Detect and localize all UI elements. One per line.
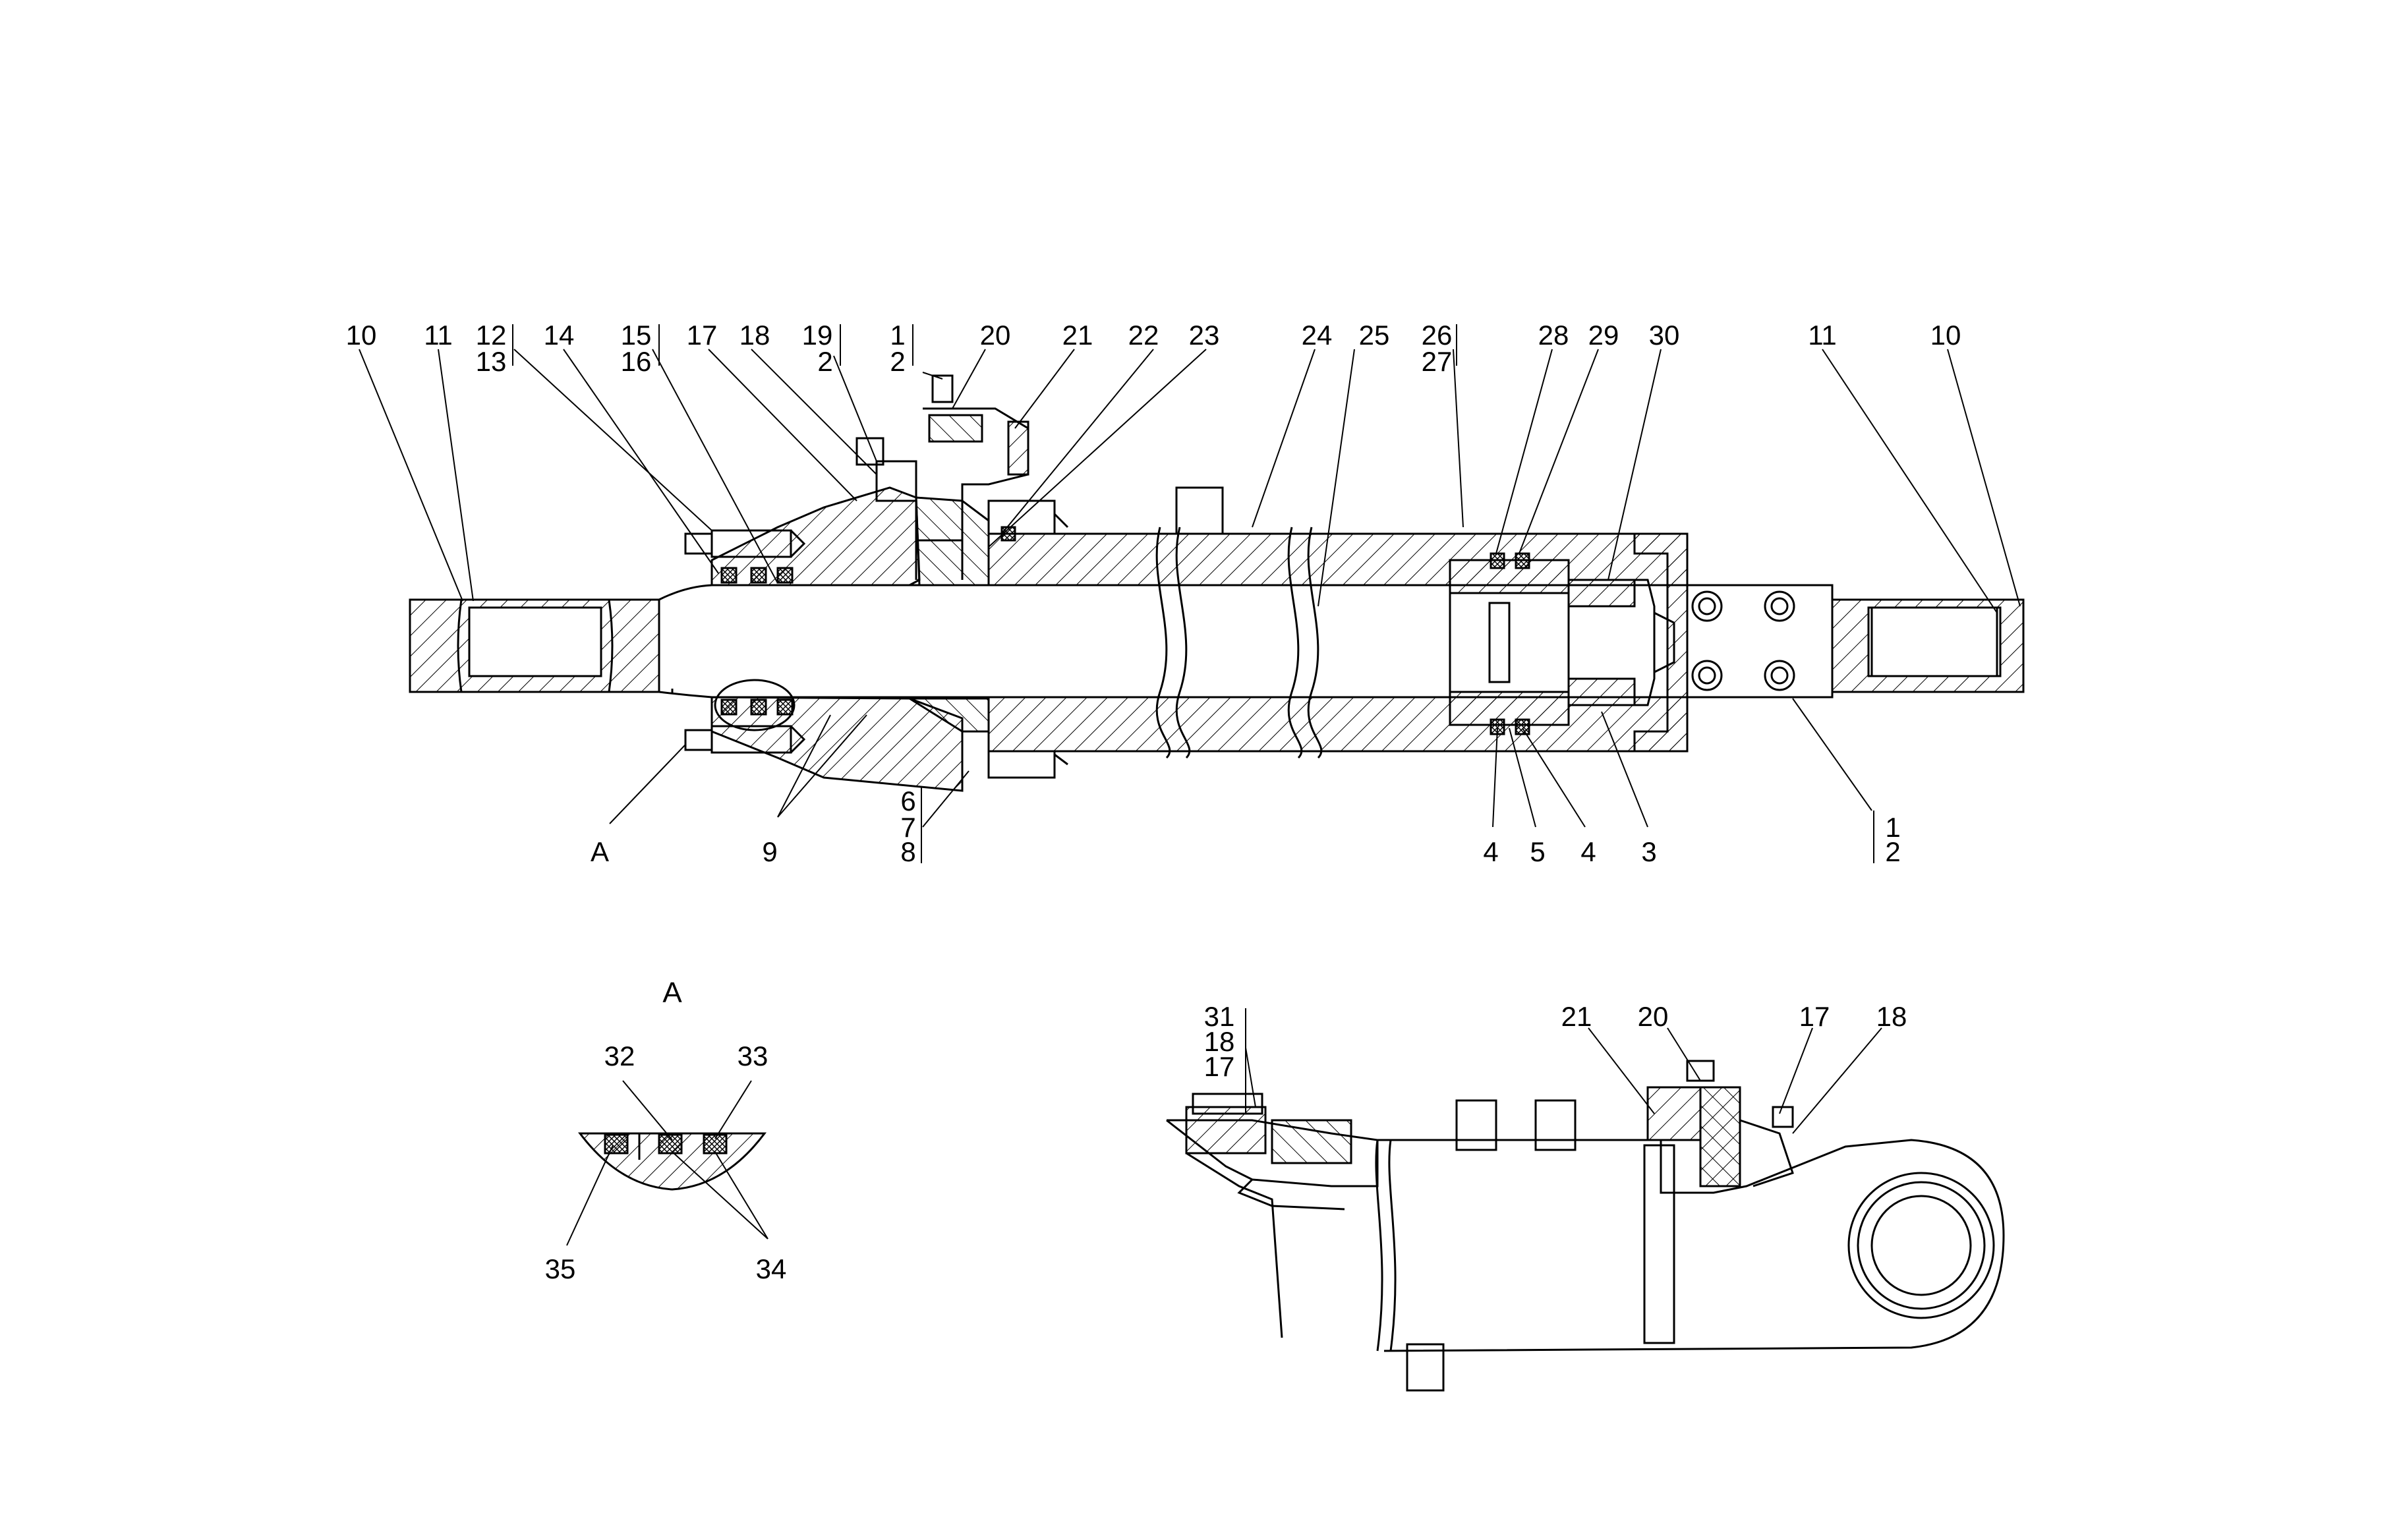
detail-a-title: A (662, 977, 682, 1009)
callout-19-sub-2: 2 (817, 346, 833, 377)
rod-seal-grooves (720, 567, 794, 716)
callout-14: 14 (543, 320, 575, 351)
leader-lines-top (359, 324, 2021, 613)
piston (1449, 552, 1570, 735)
callout-26: 26 (1421, 320, 1453, 351)
callout-32: 32 (604, 1041, 635, 1071)
callout-21: 21 (1062, 320, 1093, 351)
callout-20: 20 (979, 320, 1011, 351)
callout-17-lower: 17 (1799, 1001, 1830, 1032)
callout-8: 8 (900, 836, 916, 867)
detail-a-section (566, 1080, 768, 1246)
callout-11-right: 11 (1808, 320, 1837, 351)
callout-24: 24 (1301, 320, 1333, 351)
callout-a-marker: A (590, 836, 610, 867)
callout-1-sub-2: 2 (890, 346, 906, 377)
callout-25: 25 (1358, 320, 1390, 351)
callout-6: 6 (900, 785, 916, 816)
callout-2-right: 2 (1885, 836, 1901, 867)
gland-bolts (684, 529, 806, 754)
callout-18: 18 (739, 320, 770, 351)
callout-33: 33 (737, 1041, 768, 1071)
callout-5: 5 (1530, 836, 1546, 867)
callout-18-lower: 18 (1876, 1001, 1907, 1032)
lower-external-view (1166, 1008, 2005, 1392)
callout-13: 13 (475, 346, 507, 377)
callout-17: 17 (686, 320, 718, 351)
leader-lines-bottom (609, 698, 1874, 863)
callout-34: 34 (755, 1253, 787, 1284)
break-lines (1155, 527, 1323, 759)
callout-4-first: 4 (1483, 836, 1499, 867)
right-rod-eye (1686, 584, 2025, 699)
callout-28: 28 (1538, 320, 1569, 351)
callout-19: 19 (801, 320, 833, 351)
callout-27: 27 (1421, 346, 1453, 377)
callout-15: 15 (620, 320, 652, 351)
callout-3: 3 (1641, 836, 1657, 867)
callout-12: 12 (475, 320, 507, 351)
callout-4-second: 4 (1580, 836, 1596, 867)
callout-29: 29 (1588, 320, 1619, 351)
left-rod-eye (409, 598, 660, 693)
callout-31: 31 (1203, 1001, 1235, 1032)
callout-20-lower: 20 (1637, 1001, 1669, 1032)
cylinder-barrel (987, 486, 1689, 779)
rod-gland (710, 486, 990, 792)
callout-22: 22 (1128, 320, 1159, 351)
callout-18-lower-stack: 18 (1203, 1026, 1235, 1057)
callout-30: 30 (1648, 320, 1680, 351)
callout-1-right: 1 (1885, 812, 1901, 843)
callout-35: 35 (544, 1253, 576, 1284)
detail-a-circle (714, 679, 796, 731)
piston-nut (1567, 579, 1675, 706)
callout-17-lower-stack: 17 (1203, 1051, 1235, 1082)
callout-9: 9 (762, 836, 778, 867)
port-block (855, 374, 1029, 580)
callout-23: 23 (1188, 320, 1220, 351)
callout-10-right: 10 (1930, 320, 1961, 351)
piston-rod (658, 584, 1451, 699)
callout-1: 1 (890, 320, 906, 351)
callout-11-left: 11 (424, 320, 453, 351)
callout-16: 16 (620, 346, 652, 377)
callout-21-lower: 21 (1561, 1001, 1592, 1032)
callout-10-left: 10 (345, 320, 377, 351)
callout-7: 7 (900, 812, 916, 843)
